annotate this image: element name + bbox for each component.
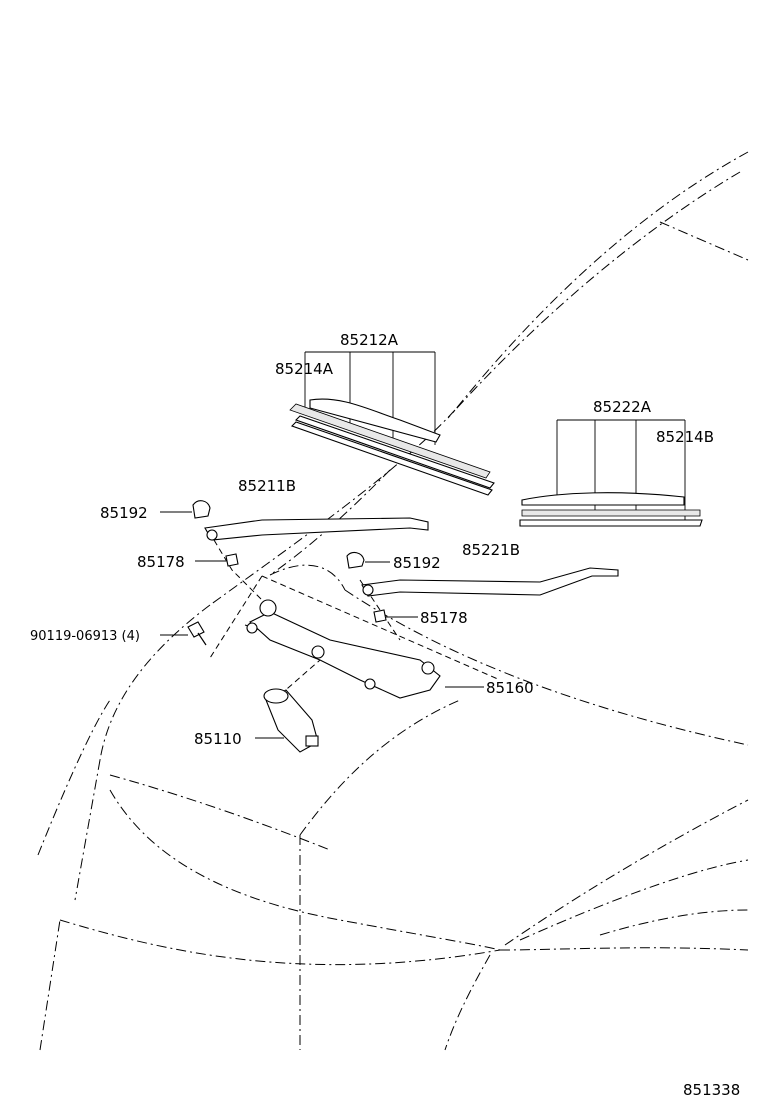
wiper-caps — [192, 500, 365, 569]
left-wiper-blade — [289, 398, 495, 496]
label-90119-06913: 90119-06913 (4) — [30, 629, 140, 644]
right-wiper-arm — [361, 567, 619, 597]
diagram-id: 851338 — [683, 1081, 740, 1099]
label-85222A: 85222A — [593, 398, 652, 416]
label-85214A: 85214A — [275, 360, 334, 378]
label-85214B: 85214B — [656, 428, 714, 446]
label-85178-right: 85178 — [420, 609, 468, 627]
label-85160: 85160 — [486, 679, 534, 697]
label-85221B: 85221B — [462, 541, 520, 559]
label-85192-right: 85192 — [393, 554, 441, 572]
bolt — [187, 621, 207, 646]
label-85212A: 85212A — [340, 331, 399, 349]
right-wiper-blade — [519, 492, 703, 527]
label-85178-left: 85178 — [137, 553, 185, 571]
wiper-motor — [263, 688, 319, 753]
label-85211B: 85211B — [238, 477, 296, 495]
label-85192-left: 85192 — [100, 504, 148, 522]
car-body-outline — [37, 151, 749, 1051]
label-85110: 85110 — [194, 730, 242, 748]
wiper-linkage — [246, 599, 441, 699]
leader-lines — [160, 351, 686, 739]
part-labels: 85212A 85214A 85222A 85214B 85211B 85192… — [30, 331, 740, 1099]
left-wiper-arm — [204, 517, 429, 541]
nuts — [225, 553, 387, 623]
